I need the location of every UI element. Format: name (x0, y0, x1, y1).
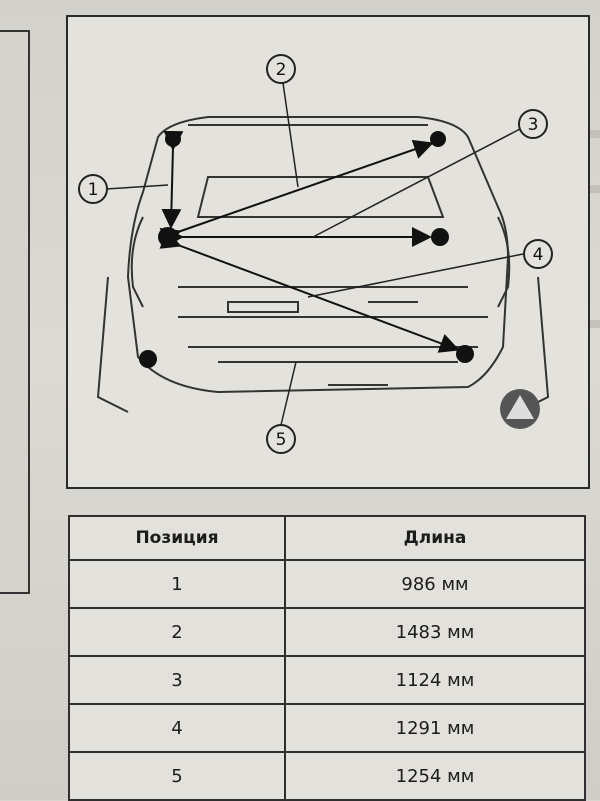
dimension-lines (159, 130, 460, 353)
cell-length: 1254 мм (284, 751, 586, 801)
body-dimensions-diagram: 1 2 3 4 5 (66, 15, 590, 489)
table-row: 1 986 мм (68, 559, 586, 609)
callout-2: 2 (276, 60, 287, 80)
adjacent-page-edge (0, 30, 30, 594)
callout-5: 5 (276, 430, 287, 450)
leader-lines (105, 82, 524, 426)
cell-length: 986 мм (284, 559, 586, 609)
cell-position: 3 (68, 655, 286, 705)
table-row: 4 1291 мм (68, 703, 586, 753)
cell-position: 5 (68, 751, 286, 801)
table-row: 3 1124 мм (68, 655, 586, 705)
cell-length: 1291 мм (284, 703, 586, 753)
publisher-logo (500, 389, 540, 429)
car-rear-body-drawing: 1 2 3 4 5 (78, 54, 553, 454)
callout-3: 3 (528, 115, 539, 135)
table-row: 5 1254 мм (68, 751, 586, 801)
callout-circles (78, 54, 553, 454)
cell-length: 1124 мм (284, 655, 586, 705)
callout-4: 4 (533, 245, 544, 265)
cell-position: 4 (68, 703, 286, 753)
cell-position: 1 (68, 559, 286, 609)
car-outline (96, 116, 550, 413)
cell-position: 2 (68, 607, 286, 657)
callout-1: 1 (88, 180, 99, 200)
table-row: 2 1483 мм (68, 607, 586, 657)
header-position: Позиция (68, 515, 286, 561)
cell-length: 1483 мм (284, 607, 586, 657)
header-length: Длина (284, 515, 586, 561)
dimensions-table: Позиция Длина 1 986 мм 2 1483 мм 3 1124 … (68, 515, 586, 801)
callout-numbers: 1 2 3 4 5 (88, 60, 544, 450)
table-header-row: Позиция Длина (68, 515, 586, 561)
